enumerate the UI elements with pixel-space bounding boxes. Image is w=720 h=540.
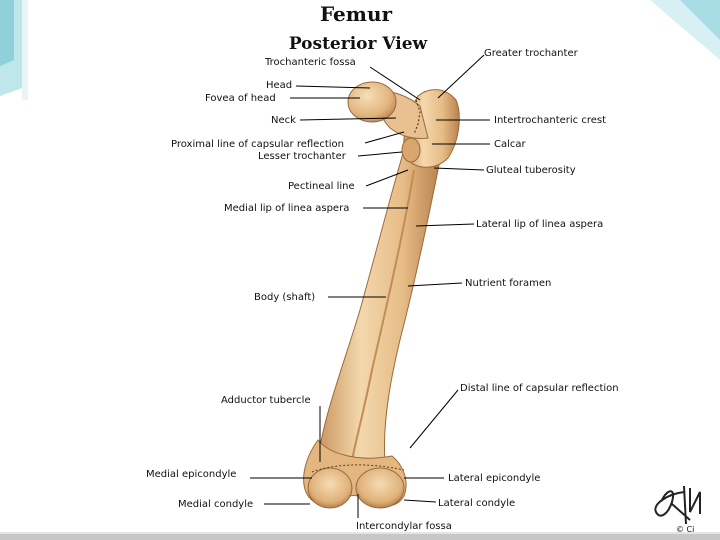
label-distal-line: Distal line of capsular reflection xyxy=(460,383,619,394)
lateral-condyle-shape xyxy=(355,467,405,509)
label-intercondylar-fossa: Intercondylar fossa xyxy=(356,521,452,532)
label-lateral-epicondyle: Lateral epicondyle xyxy=(448,473,540,484)
label-trochanteric-fossa: Trochanteric fossa xyxy=(264,57,356,68)
label-proximal-line: Proximal line of capsular reflection xyxy=(171,139,344,150)
copyright-mark: © Ci xyxy=(676,525,694,534)
label-pectineal-line: Pectineal line xyxy=(288,181,355,192)
signature-logo xyxy=(654,485,701,525)
label-greater-trochanter: Greater trochanter xyxy=(484,48,579,59)
label-medial-epicondyle: Medial epicondyle xyxy=(146,469,236,480)
label-medial-lip: Medial lip of linea aspera xyxy=(224,203,349,214)
femur-shaft xyxy=(317,149,441,463)
femur-head xyxy=(347,81,397,123)
label-fovea-of-head: Fovea of head xyxy=(205,93,276,104)
label-intertrochanteric-crest: Intertrochanteric crest xyxy=(494,115,606,126)
label-calcar: Calcar xyxy=(494,139,527,150)
label-lateral-condyle: Lateral condyle xyxy=(438,498,515,509)
label-body-shaft: Body (shaft) xyxy=(254,292,315,303)
label-adductor-tubercle: Adductor tubercle xyxy=(221,395,311,406)
label-medial-condyle: Medial condyle xyxy=(178,499,253,510)
label-neck: Neck xyxy=(271,115,296,126)
label-nutrient-foramen: Nutrient foramen xyxy=(465,278,551,289)
lesser-trochanter-shape xyxy=(401,137,421,163)
label-gluteal-tuberosity: Gluteal tuberosity xyxy=(486,165,576,176)
medial-condyle-shape xyxy=(307,467,353,509)
label-lateral-lip: Lateral lip of linea aspera xyxy=(476,219,603,230)
leader-lines xyxy=(250,54,490,518)
figure-title: Femur xyxy=(320,2,393,26)
label-lesser-trochanter: Lesser trochanter xyxy=(258,151,347,162)
figure-subtitle: Posterior View xyxy=(289,34,428,54)
label-head: Head xyxy=(266,80,292,91)
femur-illustration xyxy=(303,81,460,509)
